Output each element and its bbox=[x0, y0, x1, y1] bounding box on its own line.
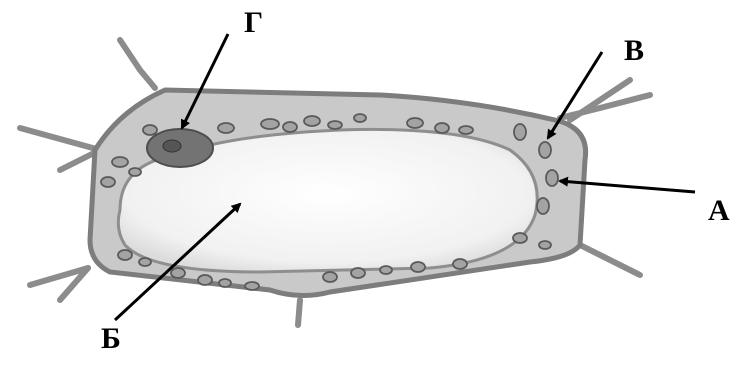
label-b: Б bbox=[101, 324, 121, 354]
arrow-v bbox=[548, 52, 602, 138]
label-a: А bbox=[708, 196, 730, 226]
label-v: В bbox=[624, 36, 644, 66]
nucleus bbox=[147, 129, 213, 167]
label-g: Г bbox=[244, 8, 263, 38]
